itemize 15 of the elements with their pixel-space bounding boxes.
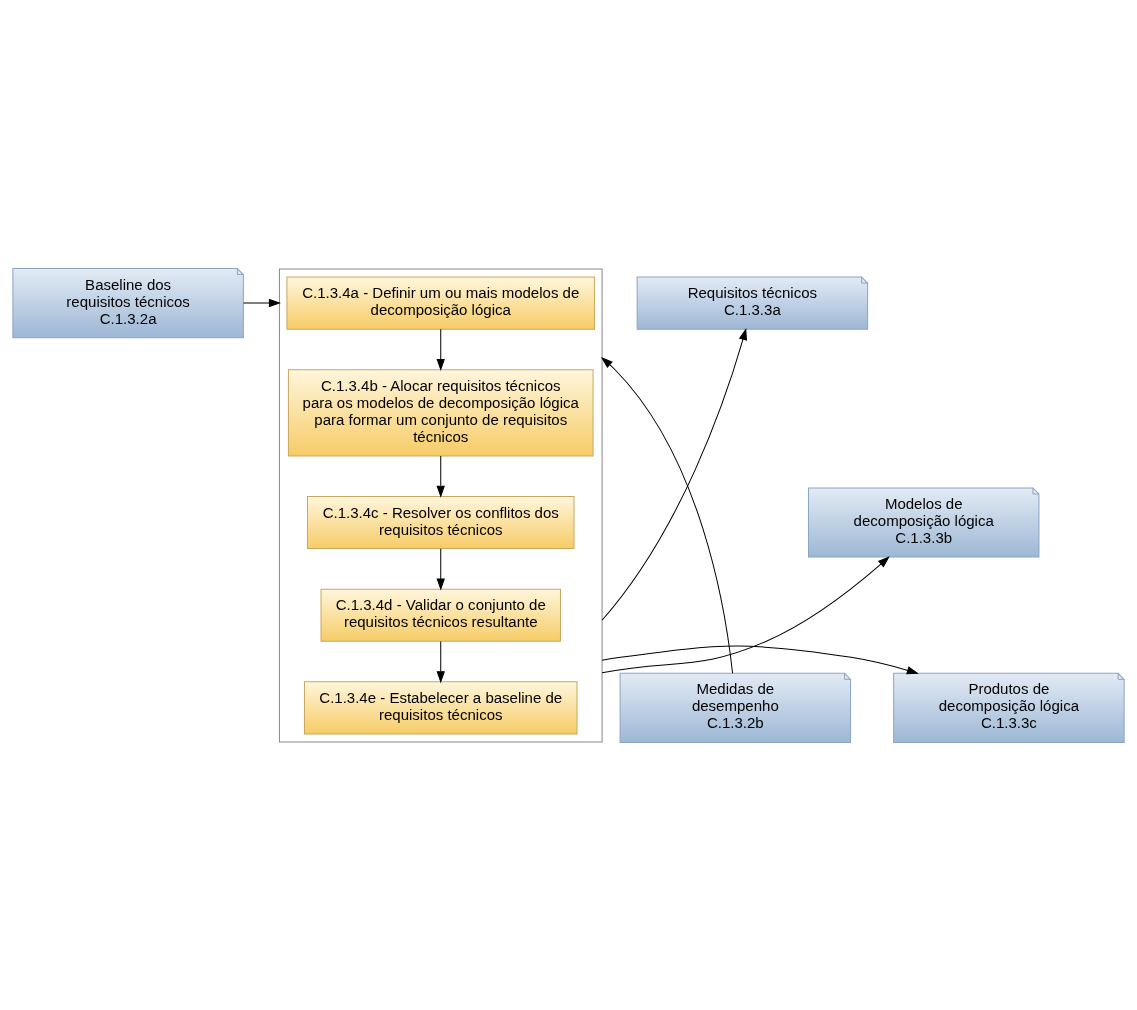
node-box: C.1.3.4b - Alocar requisitos técnicos para os modelos de decomposição lógica para formar um conjunto de requisitos técnicos bbox=[287, 368, 594, 456]
node-box: C.1.3.4d - Validar o conjunto de requisitos técnicos resultante bbox=[320, 588, 561, 642]
node-box: C.1.3.4a - Definir um ou mais modelos de decomposição lógica bbox=[286, 276, 596, 330]
arrow bbox=[601, 556, 890, 673]
arrow bbox=[436, 640, 445, 682]
arrow bbox=[601, 328, 747, 621]
node-box: C.1.3.4c - Resolver os conflitos dos requisitos técnicos bbox=[306, 495, 575, 549]
arrow bbox=[436, 547, 445, 590]
cluster bbox=[278, 268, 603, 742]
arrow bbox=[243, 298, 280, 307]
arrow bbox=[601, 645, 918, 674]
arrow bbox=[601, 357, 734, 674]
arrow bbox=[436, 455, 445, 497]
arrow bbox=[436, 328, 445, 370]
node-box: C.1.3.4e - Estabelecer a baseline de requisitos técnicos bbox=[303, 680, 578, 734]
